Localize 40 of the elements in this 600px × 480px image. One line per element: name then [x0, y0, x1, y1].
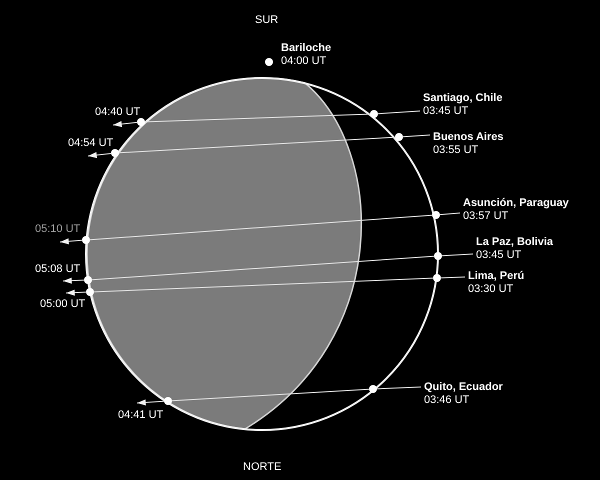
contact-time: 04:54 UT	[68, 137, 114, 150]
arrow	[136, 399, 164, 406]
city-name: Buenos Aires	[433, 131, 504, 144]
contact-time: 04:41 UT	[118, 409, 164, 422]
track-line	[439, 212, 460, 216]
city-name: Asunción, Paraguay	[463, 197, 569, 210]
city-name: Lima, Perú	[468, 270, 524, 283]
track-line	[440, 276, 466, 278]
track-line	[94, 278, 434, 292]
contact-time: 04:40 UT	[95, 106, 140, 119]
contact-time: 03:55 UT	[433, 144, 480, 157]
contact-time: 05:00 UT	[40, 298, 86, 311]
city-name: La Paz, Bolivia	[476, 236, 554, 249]
contact-time: 04:00 UT	[281, 55, 328, 68]
arrow	[88, 152, 112, 158]
contact-time: 03:30 UT	[468, 283, 514, 296]
city-name: Bariloche	[281, 42, 332, 55]
track-line	[172, 388, 370, 402]
city-name: Quito, Ecuador	[424, 381, 503, 394]
direction-label: NORTE	[243, 460, 282, 475]
track-line	[92, 256, 434, 280]
contact-time: 05:08 UT	[35, 263, 80, 276]
track-line	[442, 254, 474, 256]
contact-time: 03:46 UT	[424, 394, 470, 407]
track-line	[378, 110, 420, 114]
track-line	[402, 134, 430, 138]
contact-time: 03:57 UT	[463, 210, 510, 223]
contact-time: 03:45 UT	[476, 249, 522, 262]
arrow	[66, 290, 86, 296]
arrow	[112, 121, 138, 128]
track-line	[376, 386, 422, 390]
track-line	[90, 214, 432, 240]
track-line	[144, 114, 370, 122]
arrow	[62, 278, 84, 284]
contact-time: 05:10 UT	[35, 223, 80, 236]
contact-time: 03:45 UT	[423, 105, 470, 118]
arrow	[60, 238, 82, 244]
track-line	[118, 136, 396, 154]
direction-label: SUR	[255, 13, 278, 28]
city-name: Santiago, Chile	[423, 92, 502, 105]
